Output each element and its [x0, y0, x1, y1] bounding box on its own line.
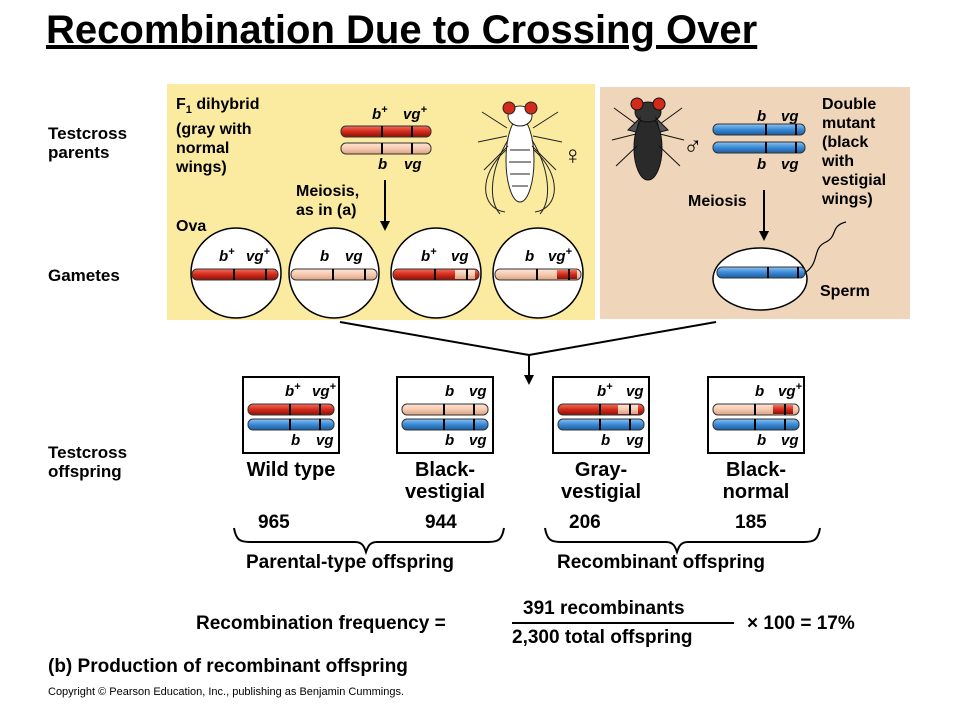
offspring-allele: b	[445, 432, 455, 449]
formula-numerator: 391 recombinants	[523, 598, 685, 619]
row-label-gametes: Gametes	[48, 266, 120, 285]
male-allele-label: b	[757, 156, 767, 173]
allele-label-bottom: vg	[404, 156, 422, 173]
female-chromosome-pair	[340, 125, 432, 155]
copyright-notice: Copyright © Pearson Education, Inc., pub…	[48, 686, 405, 698]
offspring-allele: b+	[285, 381, 301, 400]
offspring-boxes	[242, 376, 805, 454]
row-label-testcross-parents: Testcross parents	[48, 124, 127, 162]
parental-brace	[233, 527, 505, 556]
fertilization-arrows	[339, 321, 717, 385]
page-title: Recombination Due to Crossing Over	[46, 8, 758, 52]
allele-label-bottom: b	[378, 156, 388, 173]
chromosome-blue	[712, 123, 806, 136]
ovum-allele: vg+	[548, 246, 572, 265]
male-symbol: ♂	[683, 130, 703, 160]
sperm-drawing	[712, 221, 847, 311]
allele-label-top: vg+	[403, 104, 427, 123]
row-label-line: offspring	[48, 462, 122, 481]
formula-label: Recombination frequency =	[196, 613, 446, 634]
row-label-testcross-offspring: Testcross offspring	[48, 443, 127, 481]
ova-group	[190, 227, 584, 319]
parental-group-label: Parental-type offspring	[246, 552, 454, 573]
male-allele-label: vg	[781, 108, 799, 125]
ovum-allele: b	[320, 248, 330, 265]
female-meiosis-label: Meiosis, as in (a)	[296, 183, 360, 219]
male-allele-label: vg	[781, 156, 799, 173]
offspring-name-black-vestigial: Black-vestigial	[404, 459, 486, 503]
offspring-allele: b	[445, 383, 455, 400]
male-description: Double mutant (black with vestigial wing…	[822, 96, 887, 208]
female-symbol: ♀	[563, 140, 583, 170]
offspring-allele: b	[757, 432, 767, 449]
offspring-allele: b	[755, 383, 765, 400]
offspring-allele: b+	[597, 381, 613, 400]
formula-result: × 100 = 17%	[747, 613, 855, 634]
offspring-allele: vg	[626, 383, 644, 400]
row-label-line: Testcross	[48, 124, 128, 143]
offspring-allele: b	[291, 432, 301, 449]
sperm-label: Sperm	[820, 283, 870, 300]
offspring-name-wild-type: Wild type	[246, 459, 336, 481]
offspring-name-gray-vestigial: Gray-vestigial	[560, 459, 642, 503]
offspring-allele: b	[601, 432, 611, 449]
male-meiosis-label: Meiosis	[688, 193, 747, 210]
female-fly-drawing	[477, 101, 563, 215]
chromosome-pink	[340, 142, 432, 155]
chromosome-blue	[712, 141, 806, 154]
row-label-line: parents	[48, 143, 110, 162]
ovum-allele: b+	[421, 246, 437, 265]
formula-denominator: 2,300 total offspring	[512, 627, 693, 648]
female-description: F1 dihybrid (gray with normal wings)	[176, 96, 260, 177]
offspring-allele: vg	[781, 432, 799, 449]
male-chromosome-pair	[712, 123, 806, 154]
ovum-allele: b	[525, 248, 535, 265]
offspring-name-black-normal: Black-normal	[722, 459, 790, 503]
male-allele-label: b	[757, 108, 767, 125]
offspring-allele: vg	[469, 432, 487, 449]
offspring-count: 944	[425, 512, 457, 533]
male-fly-drawing	[611, 97, 685, 181]
row-label-line: Testcross	[48, 443, 128, 462]
ovum-allele: vg+	[246, 246, 270, 265]
offspring-count: 965	[258, 512, 290, 533]
offspring-allele: vg	[626, 432, 644, 449]
ova-label: Ova	[176, 218, 207, 235]
ovum-allele: vg	[451, 248, 469, 265]
offspring-allele: vg+	[312, 381, 336, 400]
offspring-count: 185	[735, 512, 767, 533]
offspring-allele: vg	[316, 432, 334, 449]
ovum-allele: b+	[219, 246, 235, 265]
figure-caption: (b) Production of recombinant offspring	[48, 656, 408, 677]
recombinant-group-label: Recombinant offspring	[557, 552, 765, 573]
chromosome-red	[340, 125, 432, 138]
offspring-allele: vg+	[778, 381, 802, 400]
allele-label-top: b+	[372, 104, 388, 123]
offspring-allele: vg	[469, 383, 487, 400]
ovum-allele: vg	[345, 248, 363, 265]
recombinant-brace	[544, 527, 821, 556]
offspring-count: 206	[569, 512, 601, 533]
